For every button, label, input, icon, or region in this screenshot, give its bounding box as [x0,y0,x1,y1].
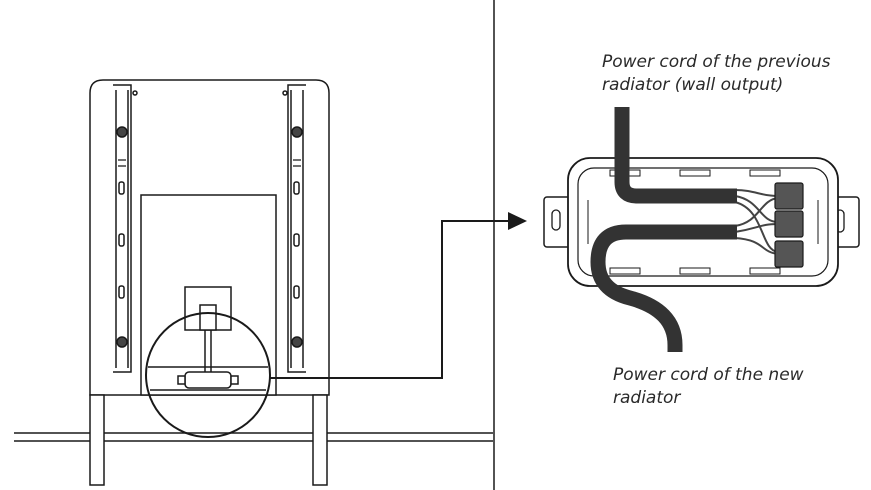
terminal-connectors [774,182,804,268]
zoom-circle [145,312,271,438]
arrow-lock-icon [118,159,301,167]
caption-previous-cord: Power cord of the previous radiator (wal… [602,51,831,97]
previous-power-cord [614,107,737,204]
caption-line: radiator [613,388,681,408]
leg-left [89,394,105,486]
small-junction-box [184,371,232,389]
radiator-panel [14,79,493,486]
caption-line: radiator (wall output) [602,75,784,95]
leg-right [312,394,328,486]
caption-line: Power cord of the new [613,365,804,385]
top-hole-right [282,90,288,96]
junction-box-enlarged [543,107,860,352]
arrow-right-icon [270,212,527,379]
new-power-cord [590,224,737,352]
caption-new-cord: Power cord of the new radiator [613,364,804,410]
caption-line: Power cord of the previous [602,52,831,72]
bracket-left [113,84,132,373]
bracket-right [287,84,306,373]
top-hole-left [132,90,138,96]
